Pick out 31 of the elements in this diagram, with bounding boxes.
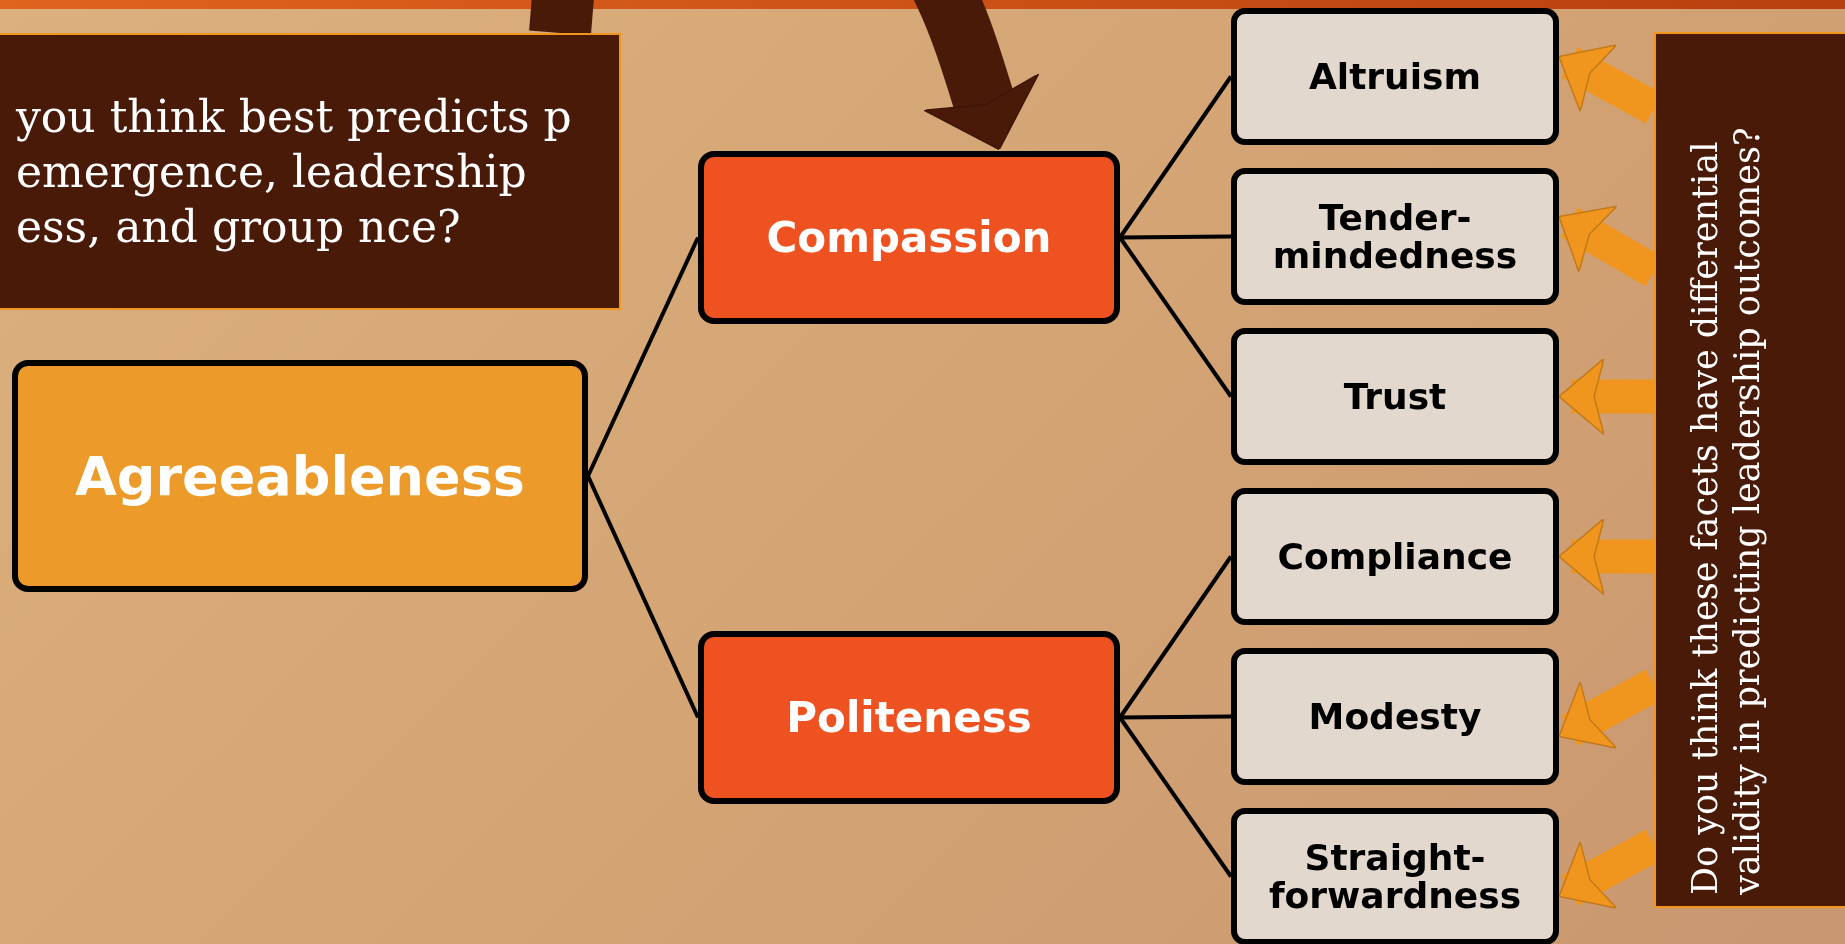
connector-line bbox=[1119, 714, 1232, 720]
label-text: Straight- forwardness bbox=[1267, 838, 1523, 915]
connector-line bbox=[1118, 236, 1233, 398]
block-arrow bbox=[1558, 517, 1654, 596]
label-text: Trust bbox=[1343, 377, 1447, 416]
label-text: Politeness bbox=[786, 693, 1032, 742]
block-arrow bbox=[1558, 357, 1654, 436]
connector-line bbox=[1119, 234, 1232, 240]
trait-box bbox=[12, 360, 588, 592]
connector-line bbox=[586, 475, 700, 719]
connector-line bbox=[1118, 716, 1233, 878]
facet-box bbox=[1231, 488, 1559, 625]
question-text: Do you think these facets have differential validity in predicting leadership outcomes? bbox=[1683, 126, 1768, 895]
block-arrow bbox=[529, 0, 1040, 151]
question-box bbox=[1654, 32, 1845, 908]
facet-box bbox=[1231, 648, 1559, 785]
connector-line bbox=[586, 236, 700, 477]
question-text: you think best predicts p emergence, leadership ess, and group nce? bbox=[16, 90, 573, 254]
aspect-box bbox=[698, 631, 1120, 804]
label-text: Agreeableness bbox=[75, 444, 525, 508]
label-text: Tender- mindedness bbox=[1271, 198, 1519, 275]
label-text: Compliance bbox=[1277, 537, 1513, 576]
label-text: Compassion bbox=[766, 213, 1052, 262]
aspect-box bbox=[698, 151, 1120, 324]
facet-box bbox=[1231, 808, 1559, 944]
facet-box bbox=[1231, 328, 1559, 465]
facet-box bbox=[1231, 8, 1559, 145]
label-text: Modesty bbox=[1308, 697, 1482, 736]
facet-box bbox=[1231, 168, 1559, 305]
label-text: Altruism bbox=[1308, 57, 1482, 96]
question-box bbox=[0, 33, 621, 310]
